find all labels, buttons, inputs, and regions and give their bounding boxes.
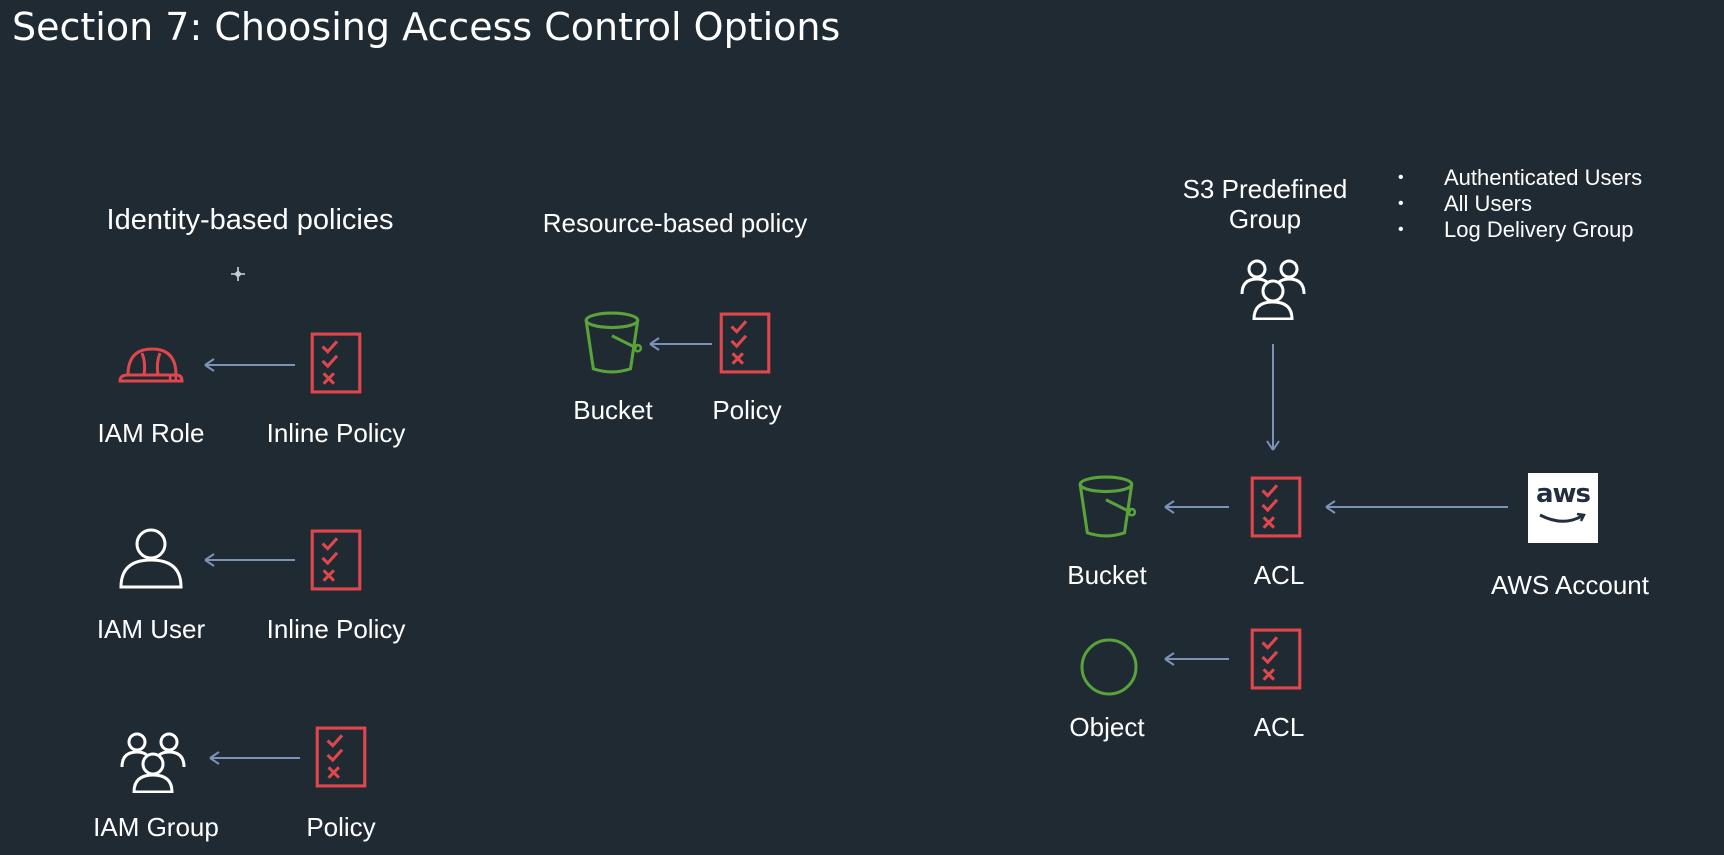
iam-group-label: IAM Group xyxy=(93,812,219,842)
aws-logo: aws xyxy=(1528,473,1598,543)
acl-checklist-icon xyxy=(1250,628,1302,690)
list-item: Authenticated Users xyxy=(1392,165,1642,191)
crosshair-cursor-icon xyxy=(231,267,245,281)
arrow-left-icon xyxy=(1164,500,1229,514)
arrow-left-icon xyxy=(1325,500,1508,514)
arrow-left-icon xyxy=(649,337,712,351)
user-icon xyxy=(118,527,184,589)
iam-role-label: IAM Role xyxy=(97,418,205,448)
policy-label: Policy xyxy=(712,395,782,425)
resource-heading: Resource-based policy xyxy=(542,208,808,238)
bucket-icon xyxy=(1077,475,1139,539)
inline-policy-label: Inline Policy xyxy=(266,614,406,644)
policy-checklist-icon xyxy=(310,529,362,591)
bucket-label: Bucket xyxy=(1067,560,1147,590)
arrow-left-icon xyxy=(1164,652,1229,666)
acl-checklist-icon xyxy=(1250,476,1302,538)
arrow-down-icon xyxy=(1266,344,1280,451)
list-item: All Users xyxy=(1392,191,1642,217)
object-label: Object xyxy=(1069,712,1145,742)
arrow-left-icon xyxy=(204,553,295,567)
policy-checklist-icon xyxy=(315,726,367,788)
aws-logo-text: aws xyxy=(1535,479,1591,509)
bucket-label: Bucket xyxy=(573,395,653,425)
acl-label: ACL xyxy=(1253,712,1305,742)
inline-policy-label: Inline Policy xyxy=(266,418,406,448)
policy-label: Policy xyxy=(306,812,376,842)
arrow-left-icon xyxy=(209,751,300,765)
identity-heading: Identity-based policies xyxy=(106,204,394,236)
policy-checklist-icon xyxy=(310,332,362,394)
policy-checklist-icon xyxy=(719,312,771,374)
group-members-list: Authenticated Users All Users Log Delive… xyxy=(1392,165,1642,243)
aws-account-label: AWS Account xyxy=(1491,570,1649,600)
helmet-icon xyxy=(117,344,185,384)
aws-smile-icon xyxy=(1539,512,1586,523)
arrow-left-icon xyxy=(204,358,295,372)
bucket-icon xyxy=(583,311,645,375)
object-circle-icon xyxy=(1080,638,1138,696)
list-item: Log Delivery Group xyxy=(1392,217,1642,243)
group-icon xyxy=(120,731,186,793)
s3-predefined-group-label: S3 Predefined Group xyxy=(1182,174,1348,234)
acl-label: ACL xyxy=(1253,560,1305,590)
iam-user-label: IAM User xyxy=(96,614,206,644)
page-title: Section 7: Choosing Access Control Optio… xyxy=(12,5,841,49)
group-icon xyxy=(1240,258,1306,320)
